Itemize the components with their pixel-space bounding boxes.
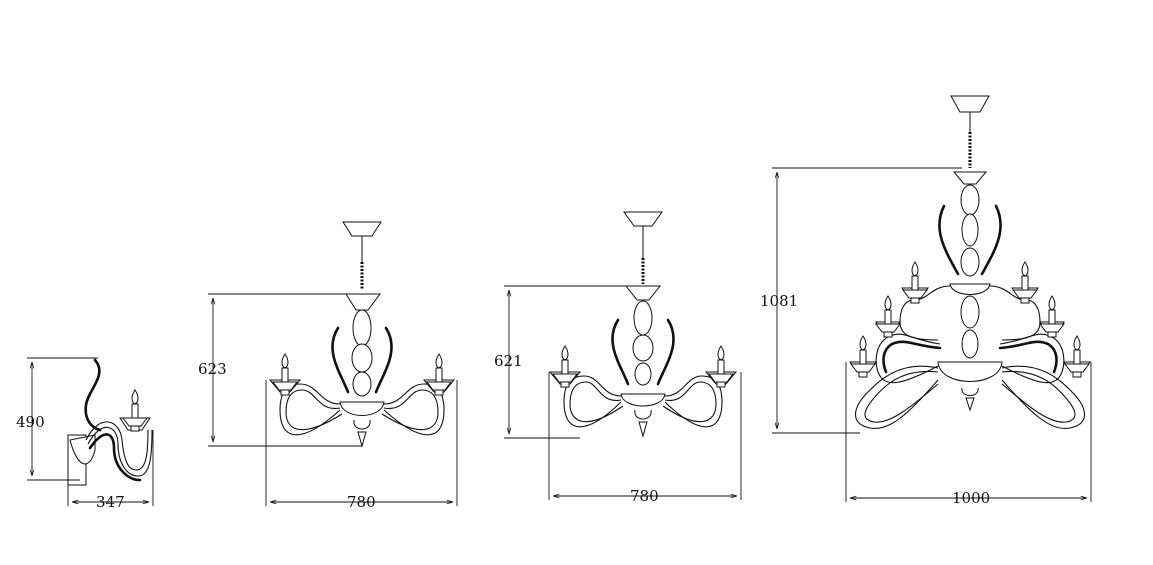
chandelier-6-arm-b-width-dimension: 780: [548, 372, 742, 505]
chandelier-12-arm-height-label: 1081: [760, 292, 798, 310]
chandelier-12-arm-width-dimension: 1000: [845, 362, 1092, 507]
chandelier-12-arm-width-label: 1000: [952, 489, 990, 507]
chandelier-6-arm-drawing: [268, 221, 456, 448]
wall-lamp-width-label: 347: [96, 493, 125, 511]
chandelier-6-arm-b-width-label: 780: [630, 487, 659, 505]
wall-lamp-width-dimension: 347: [67, 430, 154, 511]
chandelier-6-arm-width-label: 780: [347, 493, 376, 511]
chandelier-6-arm-b-height-dimension: 621: [494, 285, 634, 439]
chandelier-6-arm-b-height-label: 621: [494, 352, 523, 370]
chandelier-6-arm-width-dimension: 780: [265, 380, 458, 511]
chandelier-6-arm-b-drawing: [548, 211, 738, 438]
chandelier-12-arm-height-dimension: 1081: [760, 167, 962, 434]
chandelier-6-arm-height-label: 623: [198, 360, 227, 378]
chandelier-6-arm-height-dimension: 623: [198, 293, 362, 447]
wall-lamp-height-label: 490: [16, 413, 45, 431]
wall-lamp-height-dimension: 490: [16, 357, 98, 481]
wall-lamp-drawing: [67, 358, 153, 486]
chandelier-12-arm-drawing: [848, 95, 1092, 430]
